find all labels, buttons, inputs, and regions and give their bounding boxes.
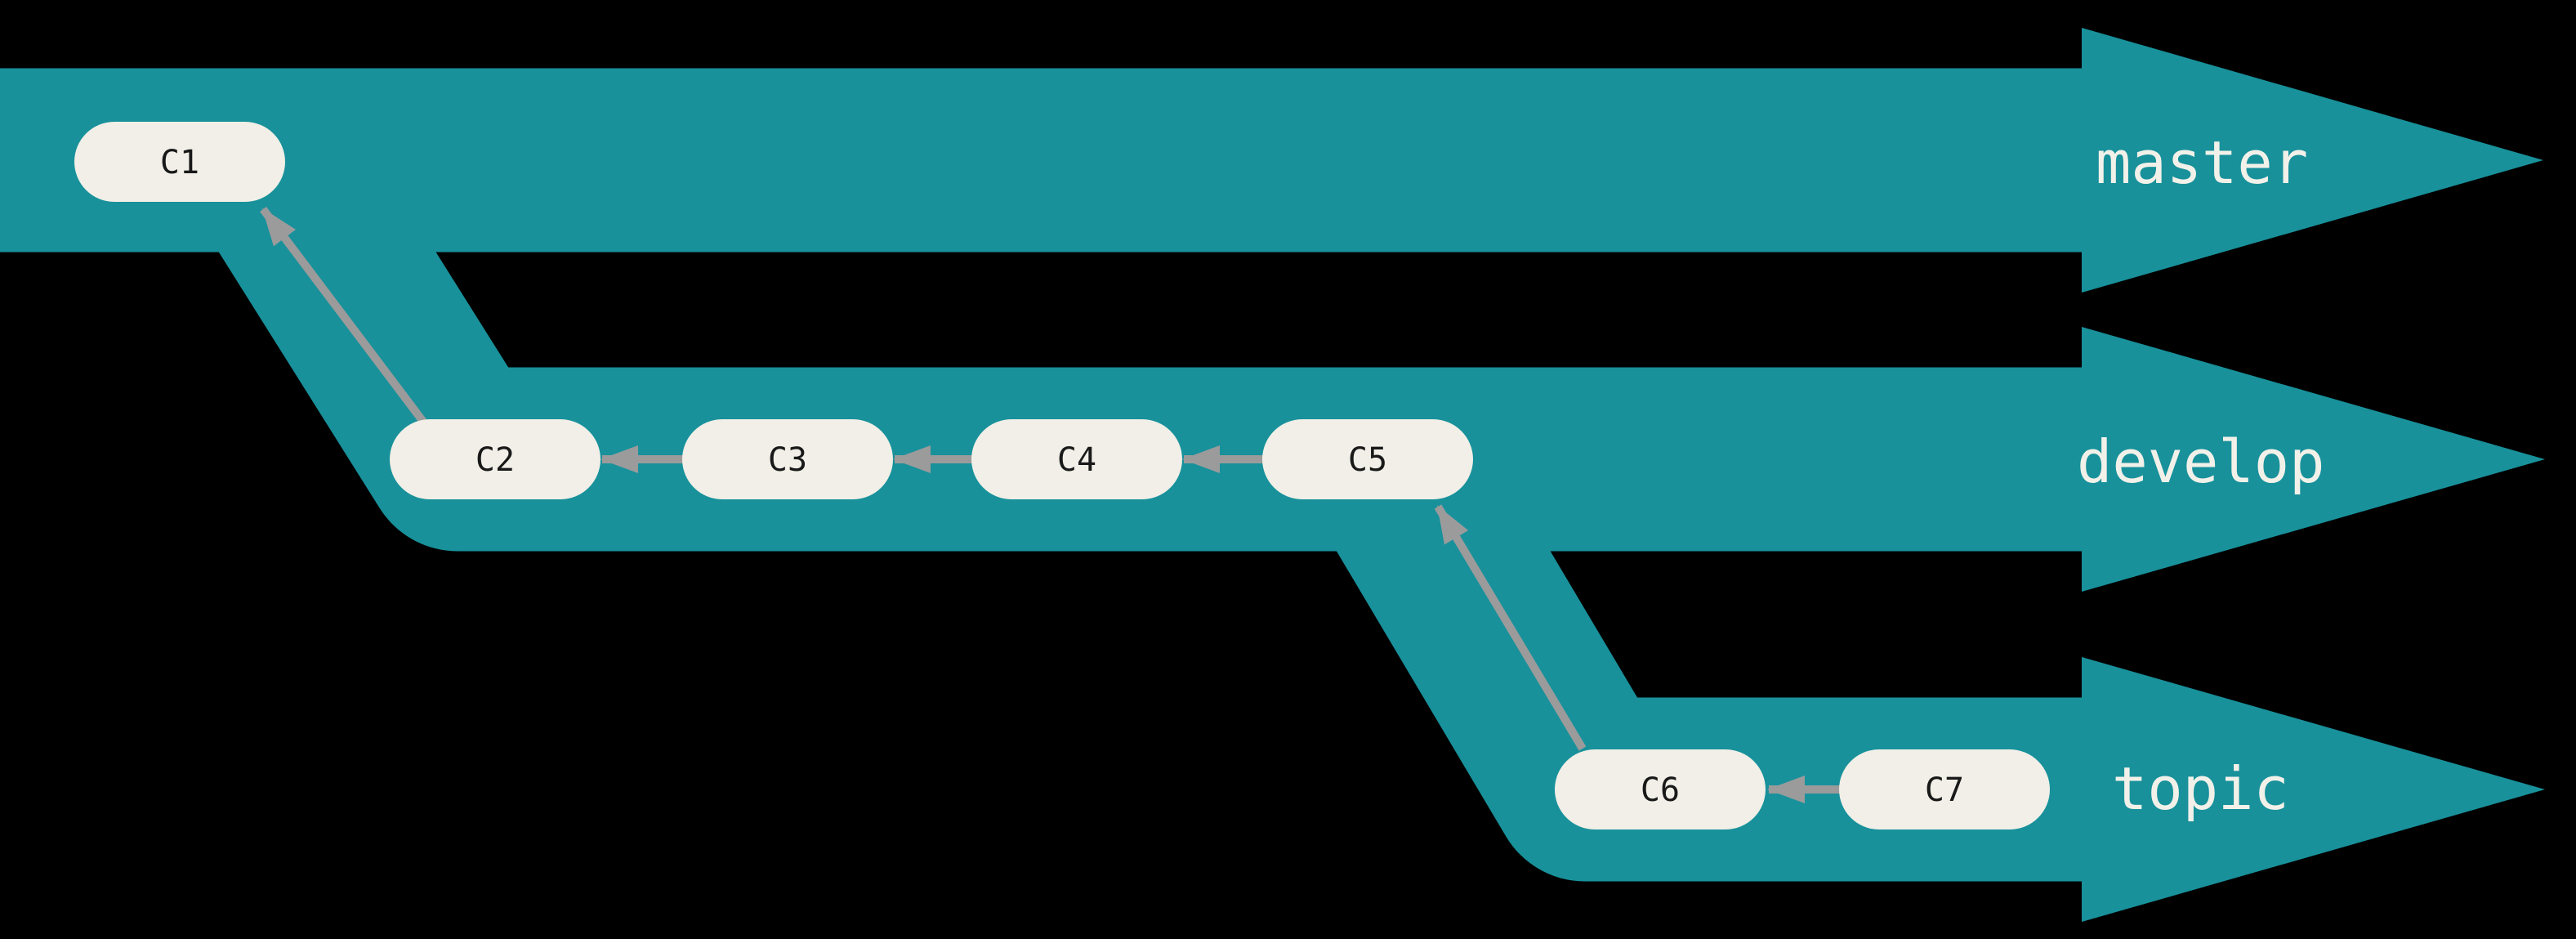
commit-node-shape xyxy=(1839,749,2050,829)
commit-node-label: C6 xyxy=(1641,771,1680,809)
commit-node-shape xyxy=(390,419,600,499)
commit-node-c6: C6 xyxy=(1555,749,1766,829)
commit-node-c1: C1 xyxy=(74,122,285,202)
commit-node-shape xyxy=(1555,749,1766,829)
lane-arrowhead-topic xyxy=(2082,657,2545,922)
commit-node-shape xyxy=(682,419,893,499)
commit-node-c2: C2 xyxy=(390,419,600,499)
branch-label-develop: develop xyxy=(2077,427,2324,496)
branch-label-master: master xyxy=(2096,128,2308,197)
commit-node-label: C3 xyxy=(768,441,807,479)
commit-node-label: C5 xyxy=(1348,441,1387,479)
parent-edge-c2-c1 xyxy=(260,206,426,425)
commit-node-shape xyxy=(1262,419,1473,499)
commit-node-label: C2 xyxy=(475,441,515,479)
lane-arrowhead-master xyxy=(2082,28,2543,293)
commit-node-shape xyxy=(971,419,1182,499)
branch-label-topic: topic xyxy=(2112,754,2289,823)
commit-node-c5: C5 xyxy=(1262,419,1473,499)
lane-arrowhead-develop xyxy=(2082,327,2545,592)
commit-node-label: C1 xyxy=(160,144,199,181)
commit-node-c4: C4 xyxy=(971,419,1182,499)
commit-node-label: C4 xyxy=(1057,441,1096,479)
parent-edge-c6-c5 xyxy=(1434,504,1587,751)
commit-node-shape xyxy=(74,122,285,202)
commit-node-c3: C3 xyxy=(682,419,893,499)
commit-node-label: C7 xyxy=(1925,771,1964,809)
commit-node-c7: C7 xyxy=(1839,749,2050,829)
